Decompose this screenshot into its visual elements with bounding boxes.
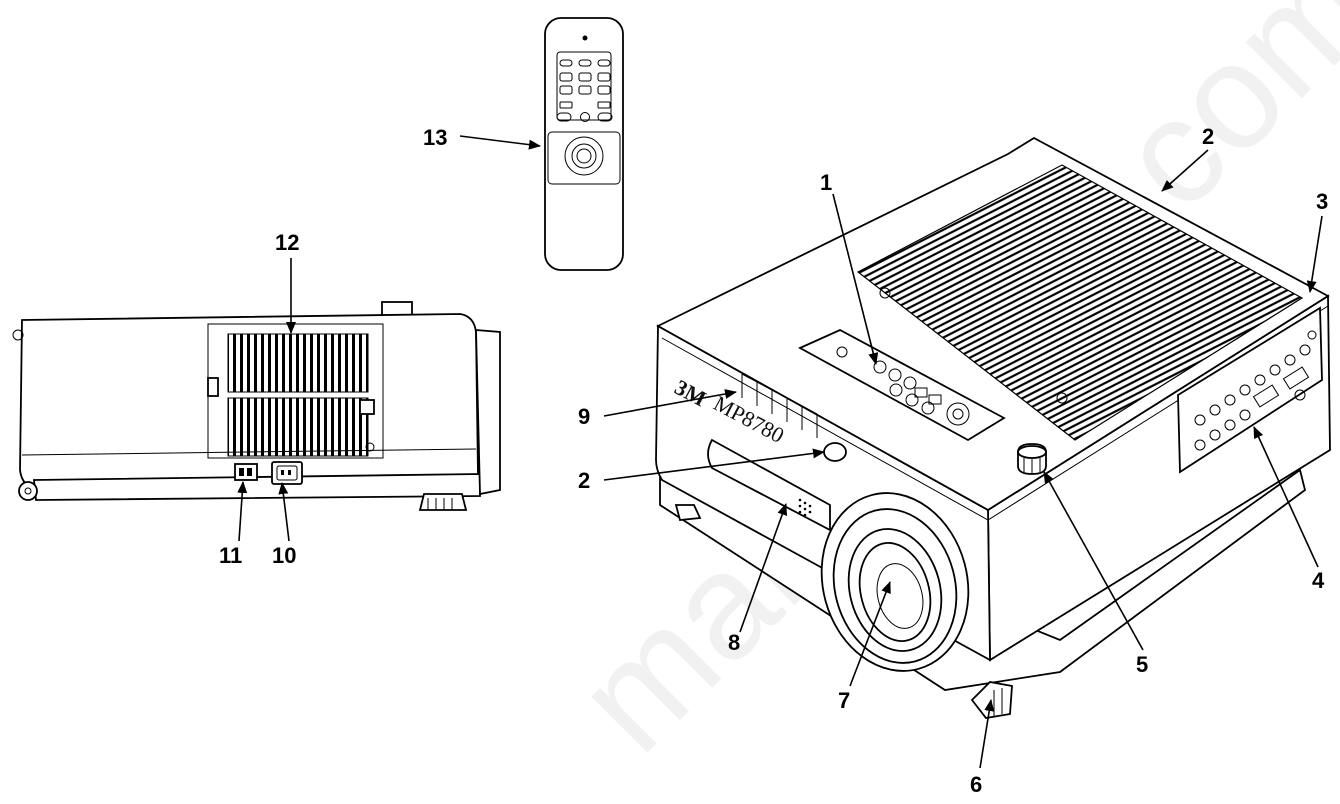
callout-12: 12: [275, 230, 299, 255]
callout-labels: 13 12 1 2 3 9 2 11 10 4 8 5 7 6: [219, 124, 1328, 797]
connector-panel: [1177, 306, 1323, 474]
callout-3: 3: [1316, 189, 1328, 214]
callout-5: 5: [1136, 652, 1148, 677]
projector-side-view: [12, 301, 501, 511]
speaker-grille: [798, 498, 812, 517]
callout-13: 13: [423, 125, 447, 150]
callout-9: 9: [578, 404, 590, 429]
remote-control: [544, 17, 624, 271]
projector-front-view: 3M MP8780: [655, 136, 1331, 719]
callout-2-front: 2: [578, 468, 590, 493]
callout-8: 8: [728, 630, 740, 655]
adjustment-knob: [1017, 443, 1047, 475]
callout-7: 7: [838, 688, 850, 713]
callout-2-top: 2: [1202, 124, 1214, 149]
callout-6: 6: [970, 772, 982, 797]
callout-11: 11: [219, 543, 242, 568]
callout-1: 1: [820, 170, 832, 195]
projection-lens: [820, 492, 970, 672]
leader-lines: [237, 135, 1323, 769]
status-indicators: [741, 373, 818, 438]
callout-4: 4: [1312, 568, 1325, 593]
callout-10: 10: [272, 543, 296, 568]
